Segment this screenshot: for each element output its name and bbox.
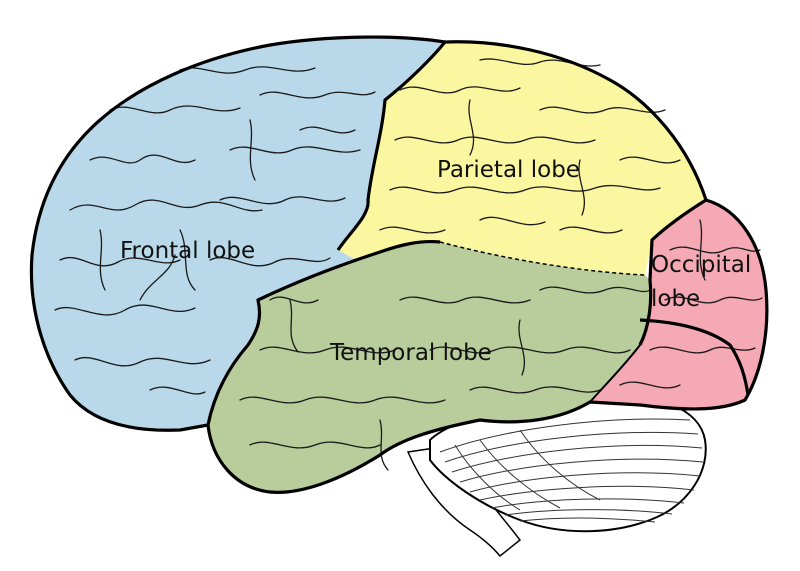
gyri-texture	[54, 58, 763, 471]
occipital-lobe-label-line2: lobe	[651, 286, 700, 312]
temporal-occipital-notch	[589, 344, 641, 403]
cerebellum-folia	[439, 418, 704, 523]
lateral-sulcus	[206, 239, 441, 426]
occipital-lobe-region	[590, 200, 767, 409]
preoccipital-line	[639, 318, 750, 396]
parietal-lobe-region	[338, 41, 706, 275]
brain-outline	[29, 35, 769, 494]
parietal-temporal-boundary	[439, 241, 646, 276]
parieto-occipital-boundary	[638, 198, 707, 346]
frontal-lobe-region	[31, 37, 446, 431]
parietal-lobe-label: Parietal lobe	[437, 157, 580, 183]
temporal-lobe-label: Temporal lobe	[329, 340, 492, 366]
frontal-lobe-label: Frontal lobe	[120, 238, 255, 264]
occipital-lobe-label-line1: Occipital	[651, 252, 751, 278]
central-sulcus	[336, 40, 447, 251]
temporal-lobe-region	[208, 241, 651, 493]
